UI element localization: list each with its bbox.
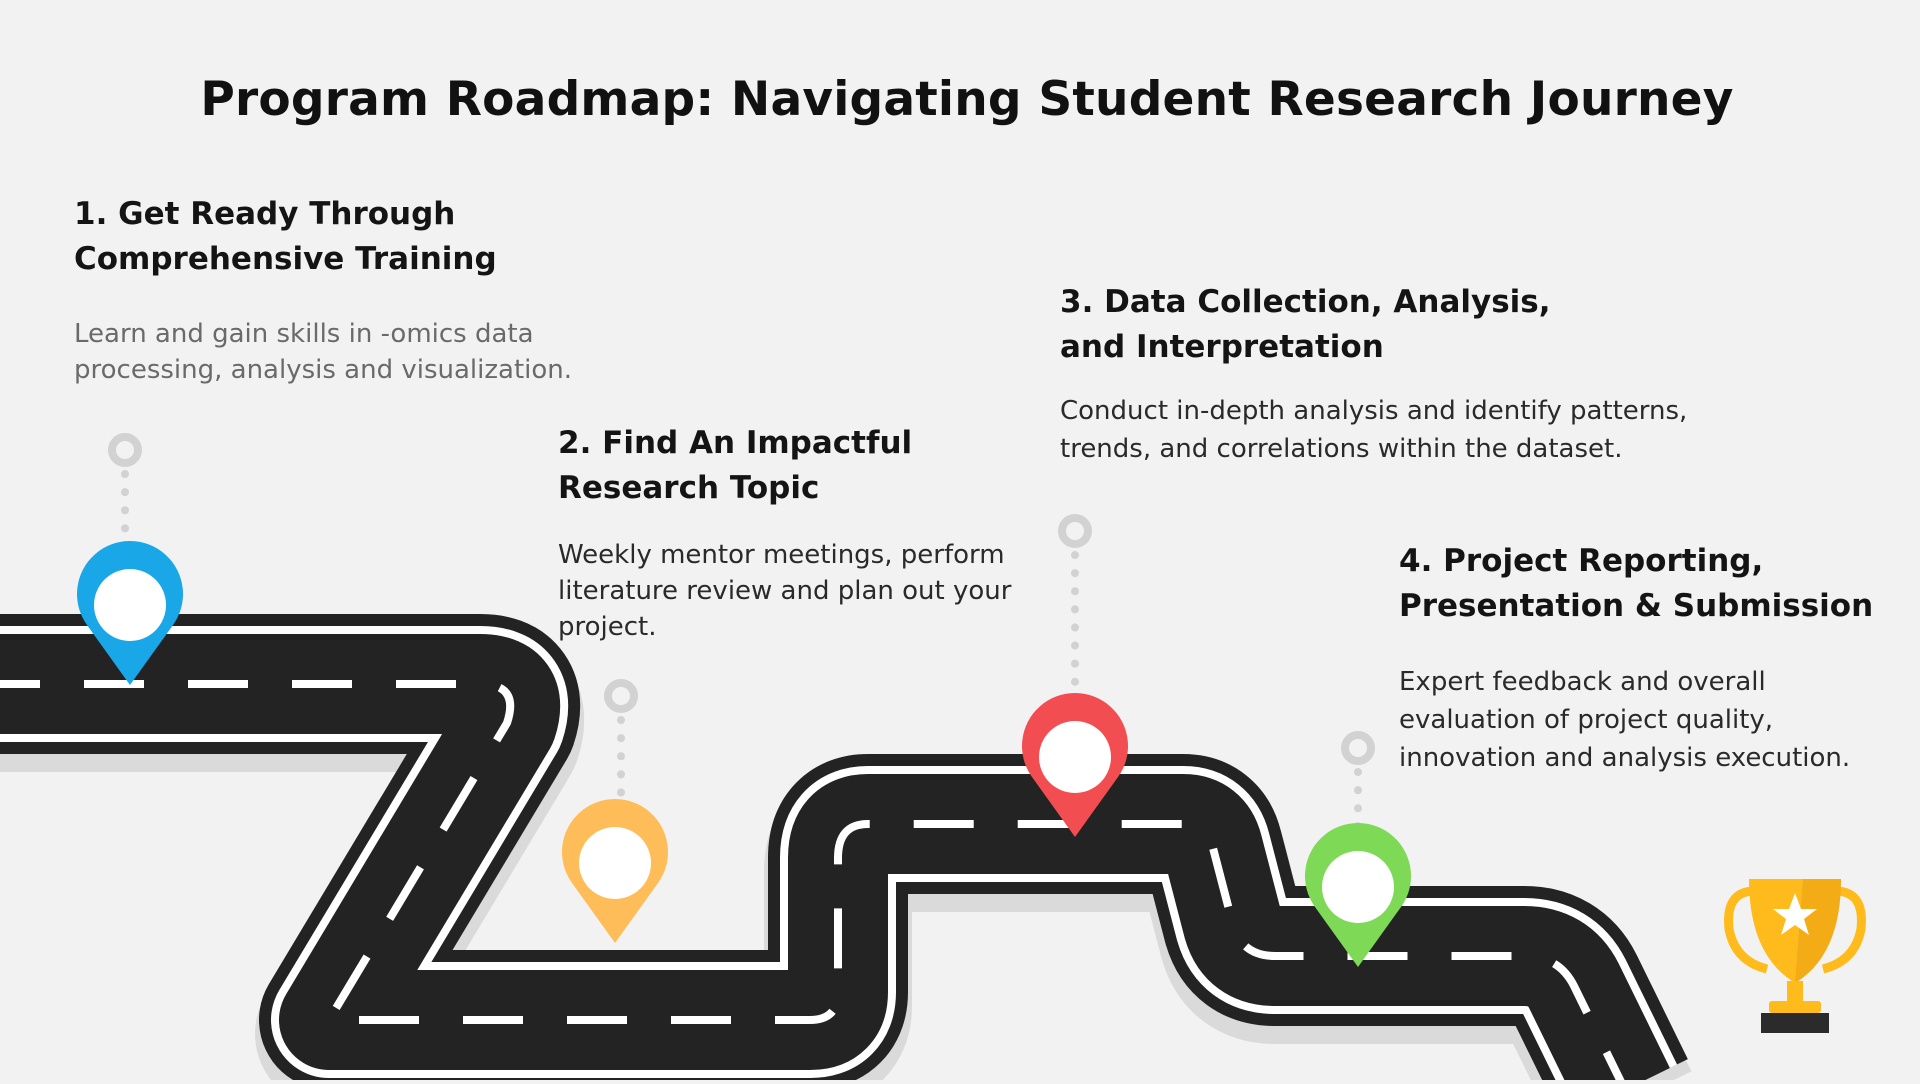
step-description-line: Expert feedback and overall [1399, 667, 1766, 697]
connector-step-2 [604, 679, 638, 816]
step-description-line: processing, analysis and visualization. [74, 355, 573, 385]
step-1: 1. Get Ready Through Comprehensive Train… [74, 192, 594, 388]
step-description: Weekly mentor meetings, perform literatu… [558, 537, 1028, 645]
step-heading-line: and Interpretation [1060, 329, 1384, 365]
step-heading: 4. Project Reporting, Presentation & Sub… [1399, 539, 1899, 629]
step-description-line: literature review and plan out your [558, 576, 1012, 606]
step-2: 2. Find An Impactful Research Topic Week… [558, 421, 1028, 645]
step-heading: 3. Data Collection, Analysis, and Interp… [1060, 280, 1750, 370]
step-heading-line: 2. Find An Impactful [558, 425, 913, 461]
step-description: Conduct in-depth analysis and identify p… [1060, 392, 1750, 468]
connector-step-4 [1341, 731, 1375, 834]
step-heading-line: 4. Project Reporting, [1399, 543, 1764, 579]
step-heading-line: 3. Data Collection, Analysis, [1060, 284, 1551, 320]
step-description-line: Conduct in-depth analysis and identify p… [1060, 396, 1688, 426]
step-heading-line: Presentation & Submission [1399, 588, 1874, 624]
map-pin-icon[interactable] [1305, 823, 1411, 967]
connector-step-3 [1058, 514, 1092, 704]
connectors [108, 433, 1375, 834]
page-title: Program Roadmap: Navigating Student Rese… [200, 72, 1734, 127]
step-heading: 2. Find An Impactful Research Topic [558, 421, 1028, 511]
map-pin-icon[interactable] [562, 799, 668, 943]
step-description-line: Learn and gain skills in -omics data [74, 319, 534, 349]
map-pin-icon[interactable] [1022, 693, 1128, 837]
step-description-line: trends, and correlations within the data… [1060, 434, 1623, 464]
step-3: 3. Data Collection, Analysis, and Interp… [1060, 280, 1750, 468]
step-description-line: evaluation of project quality, [1399, 705, 1774, 735]
step-heading: 1. Get Ready Through Comprehensive Train… [74, 192, 594, 282]
connector-step-1 [108, 433, 142, 549]
step-heading-line: Research Topic [558, 470, 820, 506]
step-heading-line: Comprehensive Training [74, 241, 497, 277]
trophy-icon [1724, 879, 1866, 1033]
map-pin-icon[interactable] [77, 541, 183, 685]
step-description-line: project. [558, 612, 657, 642]
step-heading-line: 1. Get Ready Through [74, 196, 456, 232]
step-description-line: innovation and analysis execution. [1399, 743, 1851, 773]
step-description: Learn and gain skills in -omics data pro… [74, 316, 594, 388]
step-description-line: Weekly mentor meetings, perform [558, 540, 1005, 570]
step-4: 4. Project Reporting, Presentation & Sub… [1399, 539, 1899, 777]
step-description: Expert feedback and overall evaluation o… [1399, 663, 1899, 777]
